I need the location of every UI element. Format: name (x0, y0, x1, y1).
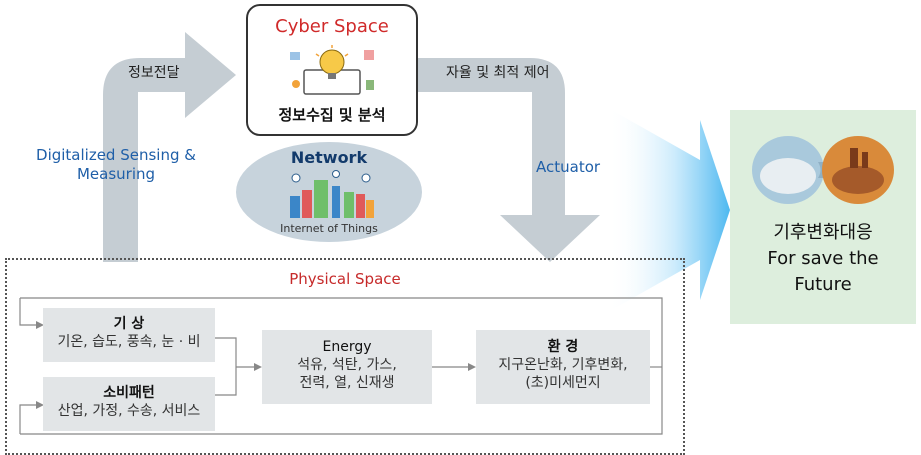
control-label: 자율 및 최적 제어 (446, 65, 550, 81)
energy-line2: 전력, 열, 신재생 (299, 375, 395, 392)
energy-box: Energy 석유, 석탄, 가스, 전력, 열, 신재생 (262, 330, 432, 404)
network-subtitle: Internet of Things (280, 222, 378, 235)
city-iot-icon (290, 170, 374, 218)
goal-text: 기후변화대응 For save the Future (730, 220, 916, 298)
consumption-title: 소비패턴 (103, 385, 155, 401)
weather-body: 기온, 습도, 풍속, 눈 · 비 (57, 334, 201, 351)
consumption-body: 산업, 가정, 수송, 서비스 (57, 403, 201, 420)
cyber-space-subtitle: 정보수집 및 분석 (278, 106, 386, 124)
analytics-lightbulb-icon (290, 45, 374, 95)
goal-line2: For save the (767, 248, 879, 270)
physical-space-title: Physical Space (289, 270, 401, 288)
actuator-arrow (418, 58, 600, 262)
goal-glow-arrow (608, 108, 730, 312)
environment-title: 환 경 (547, 339, 579, 355)
weather-box: 기 상 기온, 습도, 풍속, 눈 · 비 (43, 308, 215, 362)
network-title: Network (290, 148, 368, 167)
cyber-space-box: Cyber Space 정보수집 및 분석 (246, 4, 418, 136)
network-ellipse: Network Internet of Things (236, 142, 422, 242)
consumption-box: 소비패턴 산업, 가정, 수송, 서비스 (43, 377, 215, 431)
environment-line1: 지구온난화, 기후변화, (498, 357, 628, 374)
cyber-space-title: Cyber Space (275, 16, 389, 37)
energy-title: Energy (322, 339, 372, 355)
climate-goal-box: 기후변화대응 For save the Future (730, 110, 916, 324)
goal-line3: Future (794, 274, 852, 296)
environment-line2: (초)미세먼지 (525, 375, 601, 392)
feedback-lines (19, 297, 663, 435)
goal-line1: 기후변화대응 (773, 222, 873, 243)
sensing-label: Digitalized Sensing & Measuring (36, 146, 196, 183)
energy-line1: 석유, 석탄, 가스, (297, 357, 397, 374)
environment-box: 환 경 지구온난화, 기후변화, (초)미세먼지 (476, 330, 650, 404)
sensing-arrow (103, 32, 236, 262)
earth-hourglass-icon (752, 136, 894, 204)
info-transfer-label: 정보전달 (128, 65, 180, 81)
actuator-label: Actuator (536, 158, 601, 176)
weather-title: 기 상 (113, 316, 145, 332)
